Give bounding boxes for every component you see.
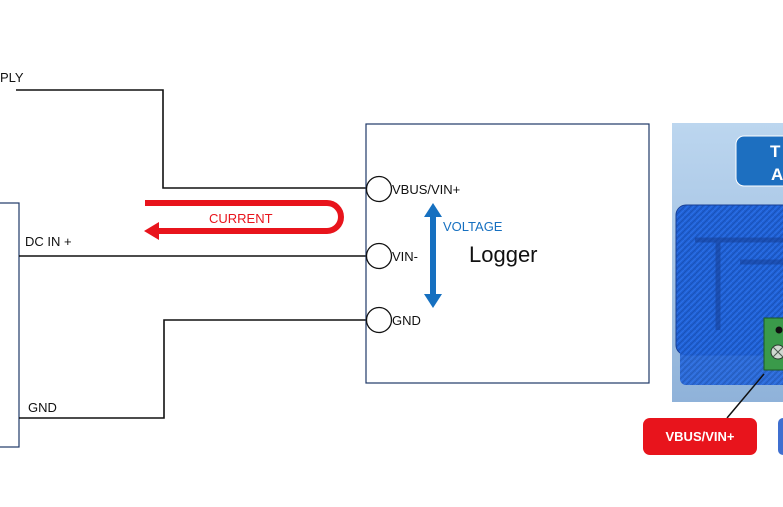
current-label: CURRENT (209, 211, 273, 226)
voltage-label: VOLTAGE (443, 219, 503, 234)
terminal-label-vbus: VBUS/VIN+ (392, 182, 460, 197)
vbus-callout-label: VBUS/VIN+ (666, 429, 735, 444)
terminal-vbus (365, 175, 393, 203)
terminal-vin-minus (365, 242, 393, 270)
logger-box (365, 123, 650, 384)
voltage-arrow (424, 203, 442, 308)
current-arrow (144, 198, 346, 240)
device-photo: T A (672, 123, 783, 402)
logger-title: Logger (469, 242, 538, 267)
load-device-box (0, 202, 20, 448)
load-gnd-label: GND (28, 400, 57, 415)
terminal-gnd (365, 306, 393, 334)
vbus-callout-badge (643, 418, 757, 455)
secondary-callout-badge (778, 418, 783, 455)
callout-leader-line (726, 373, 765, 419)
dc-in-label: DC IN + (25, 234, 72, 249)
supply-positive-wire (16, 89, 368, 189)
photo-sign-text-2: A (771, 165, 783, 184)
terminal-label-vin-minus: VIN- (392, 249, 418, 264)
photo-sign-text-1: T (770, 142, 781, 161)
terminal-label-gnd: GND (392, 313, 421, 328)
ground-wire (19, 319, 367, 419)
supply-label: PLY (0, 70, 24, 85)
